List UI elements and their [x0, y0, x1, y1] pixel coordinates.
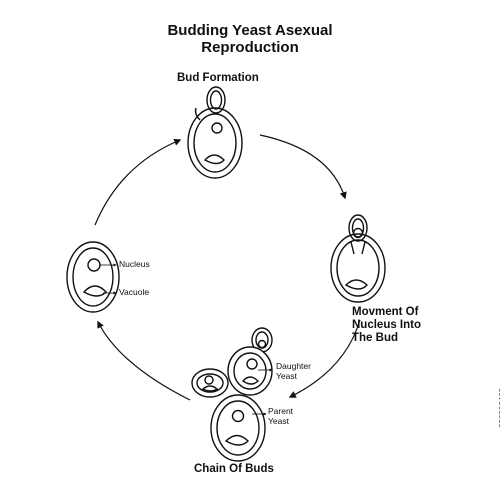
- arrow-bud-to-movement: [259, 134, 347, 200]
- label-nucleus-movement-line-3: The Bud: [352, 332, 398, 345]
- label-nucleus-movement-line-2: Nucleus Into: [352, 319, 422, 332]
- label-parent-yeast: Parent Yeast: [268, 406, 294, 427]
- label-bud-formation: Bud Formation: [177, 72, 259, 84]
- title-line-1: Budding Yeast Asexual: [167, 22, 333, 39]
- arrow-chain-to-initial: [97, 320, 191, 401]
- yeast-nucleus-movement: [330, 214, 386, 303]
- arrow-initial-to-bud: [94, 138, 182, 226]
- label-daughter-yeast: Daughter Yeast: [276, 361, 311, 382]
- label-nucleus: Nucleus: [119, 259, 150, 269]
- label-vacuole: Vacuole: [119, 287, 150, 297]
- label-chain-of-buds: Chain Of Buds: [194, 463, 274, 475]
- label-daughter-yeast-line-2: Yeast: [276, 370, 297, 381]
- yeast-chain-of-buds: [191, 327, 273, 462]
- label-parent-yeast-line-1: Parent: [268, 406, 294, 416]
- label-parent-yeast-line-2: Yeast: [268, 415, 289, 426]
- arrow-movement-to-chain: [288, 319, 361, 398]
- diagram-title: Budding Yeast Asexual Reproduction: [0, 22, 500, 57]
- label-nucleus-movement: Movment Of Nucleus Into The Bud: [352, 306, 421, 346]
- label-nucleus-movement-line-1: Movment Of: [352, 306, 419, 318]
- yeast-initial-cell: [66, 241, 120, 313]
- yeast-bud-formation: [187, 86, 243, 179]
- title-line-2: Reproduction: [201, 39, 299, 57]
- label-daughter-yeast-line-1: Daughter: [276, 361, 311, 371]
